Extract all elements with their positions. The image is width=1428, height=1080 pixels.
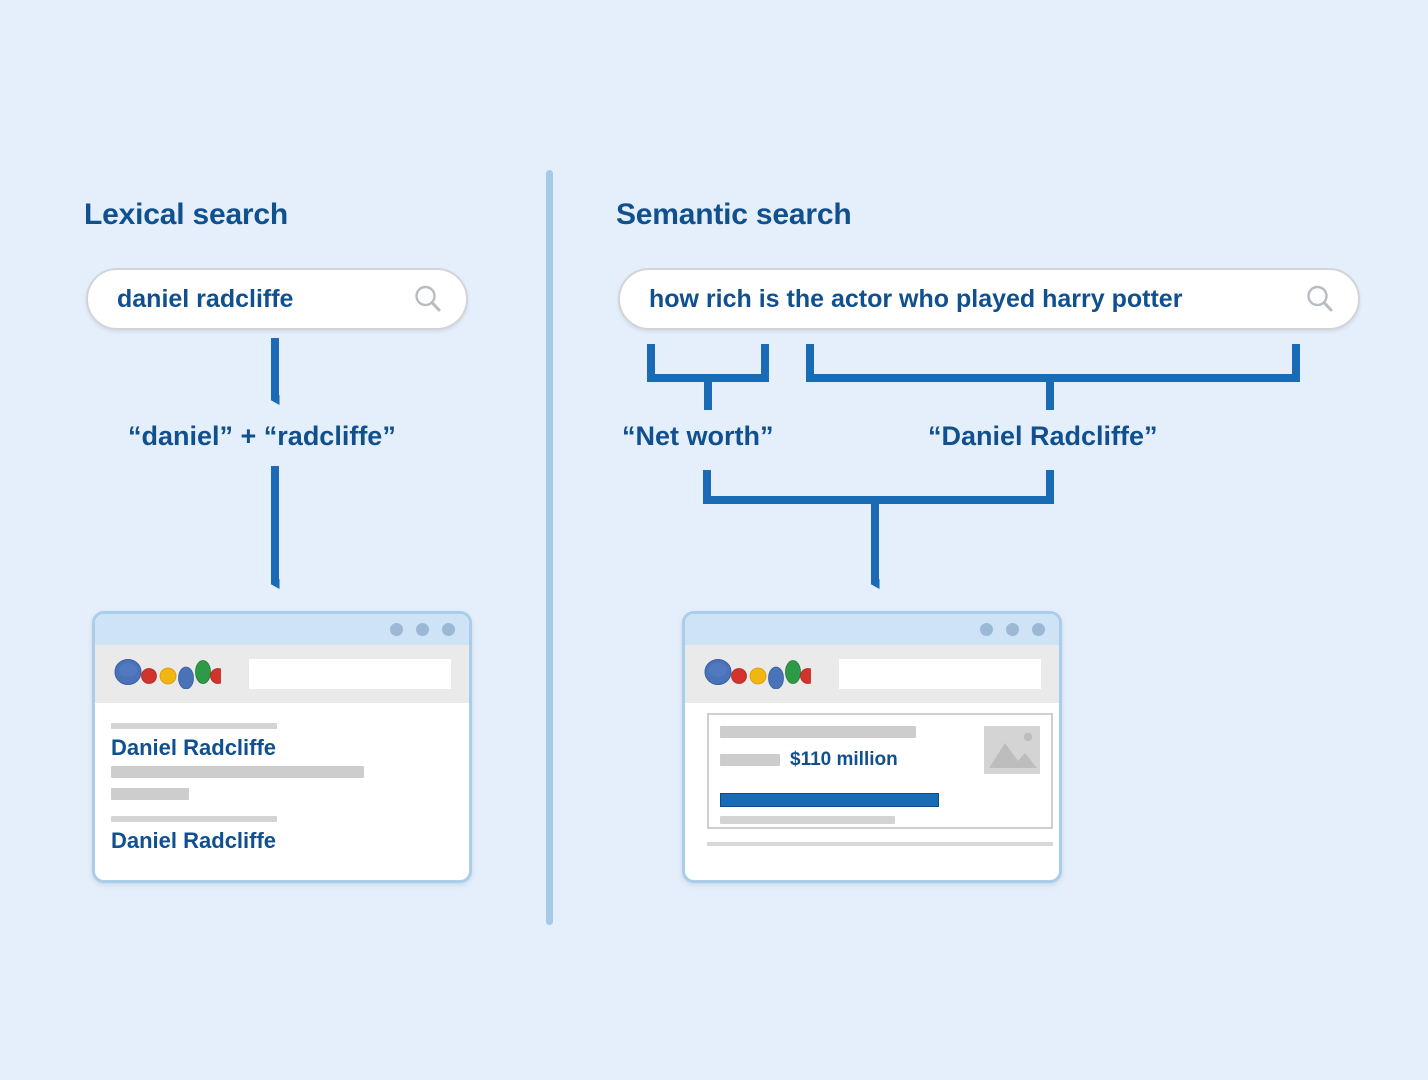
lexical-heading: Lexical search: [84, 198, 289, 231]
result-item[interactable]: Daniel Radcliffe: [111, 723, 453, 800]
browser-toolbar: [95, 645, 469, 703]
result-title[interactable]: Daniel Radcliffe: [111, 828, 277, 853]
search-icon[interactable]: [1304, 283, 1336, 315]
semantic-concept-label-daniel-radcliffe: “Daniel Radcliffe”: [928, 421, 1158, 451]
card-label-bar: [720, 754, 780, 766]
semantic-bracket-net-worth: [647, 344, 769, 382]
semantic-search-box[interactable]: how rich is the actor who played harry p…: [618, 268, 1360, 330]
card-highlight-bar: [720, 793, 939, 807]
search-icon[interactable]: [412, 283, 444, 315]
result-item[interactable]: Daniel Radcliffe: [111, 816, 453, 854]
result-url-bar: [111, 723, 277, 729]
knowledge-card[interactable]: $110 million: [707, 713, 1053, 829]
card-line-2: [720, 816, 895, 824]
window-dot-3[interactable]: [442, 623, 455, 636]
card-line-1: [720, 726, 916, 738]
semantic-merge-bracket: [703, 470, 1054, 504]
net-worth-value: $110 million: [790, 749, 898, 770]
lexical-search-input[interactable]: daniel radcliffe: [117, 284, 294, 313]
semantic-concept-label-net-worth: “Net worth”: [622, 421, 774, 451]
semantic-results-window[interactable]: $110 million: [682, 611, 1062, 883]
lexical-search-box[interactable]: daniel radcliffe: [86, 268, 468, 330]
window-dot-1[interactable]: [980, 623, 993, 636]
vertical-divider: [546, 170, 553, 925]
browser-url-bar[interactable]: [839, 659, 1041, 689]
lexical-token-label: “daniel” + “radcliffe”: [128, 421, 396, 451]
window-dot-1[interactable]: [390, 623, 403, 636]
google-logo: [113, 659, 221, 689]
window-titlebar: [685, 614, 1059, 645]
browser-toolbar: [685, 645, 1059, 703]
browser-url-bar[interactable]: [249, 659, 451, 689]
google-logo: [703, 659, 811, 689]
semantic-results-page: $110 million: [685, 713, 1059, 846]
semantic-search-input[interactable]: how rich is the actor who played harry p…: [649, 284, 1183, 313]
lexical-results-window[interactable]: Daniel Radcliffe Daniel Radcliffe: [92, 611, 472, 883]
window-dot-2[interactable]: [416, 623, 429, 636]
window-dot-2[interactable]: [1006, 623, 1019, 636]
page-footer-bar: [707, 842, 1053, 846]
result-url-bar: [111, 816, 277, 822]
result-title[interactable]: Daniel Radcliffe: [111, 735, 277, 760]
image-placeholder-icon: [984, 726, 1040, 774]
lexical-results-page: Daniel Radcliffe Daniel Radcliffe: [95, 703, 469, 873]
semantic-bracket-daniel-radcliffe: [806, 344, 1300, 382]
result-snippet-line-1: [111, 766, 364, 778]
result-snippet-line-2: [111, 788, 189, 800]
window-titlebar: [95, 614, 469, 645]
semantic-heading: Semantic search: [616, 198, 852, 231]
window-dot-3[interactable]: [1032, 623, 1045, 636]
